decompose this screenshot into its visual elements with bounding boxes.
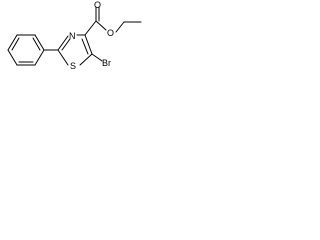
bond-c4-c5 [84,34,93,55]
phenyl-ring [7,34,45,66]
thiazole-ring [57,34,93,66]
sulfur-label: S [70,61,76,71]
nitrogen-label: N [69,31,76,41]
bond-c2-n [57,35,69,51]
bond-c4-c5-double [81,38,89,55]
bromine-label: Br [102,58,111,68]
ester-group [84,6,142,36]
bond-ph-3 [34,34,45,51]
ester-oxygen-label: O [107,28,114,38]
bond-oester-ch2 [115,21,125,33]
bond-c2-n-double [61,38,71,51]
bond-c5-br [91,53,103,62]
bond-c4-ccarbonyl [84,20,97,36]
bond-ph-inner-2 [32,37,41,51]
bond-ph-4 [34,49,45,66]
carbonyl-oxygen-label: O [94,0,101,10]
bond-s-c2 [57,49,69,66]
molecule-diagram: N S Br O O [0,0,157,88]
structure-drawing: N S Br O O [7,0,142,71]
bond-ph-inner-1 [11,37,20,51]
bond-ccarbonyl-oester [95,20,107,31]
bond-ph-6 [7,49,18,66]
bond-ph-1 [7,34,18,51]
bond-c5-s [79,53,93,66]
